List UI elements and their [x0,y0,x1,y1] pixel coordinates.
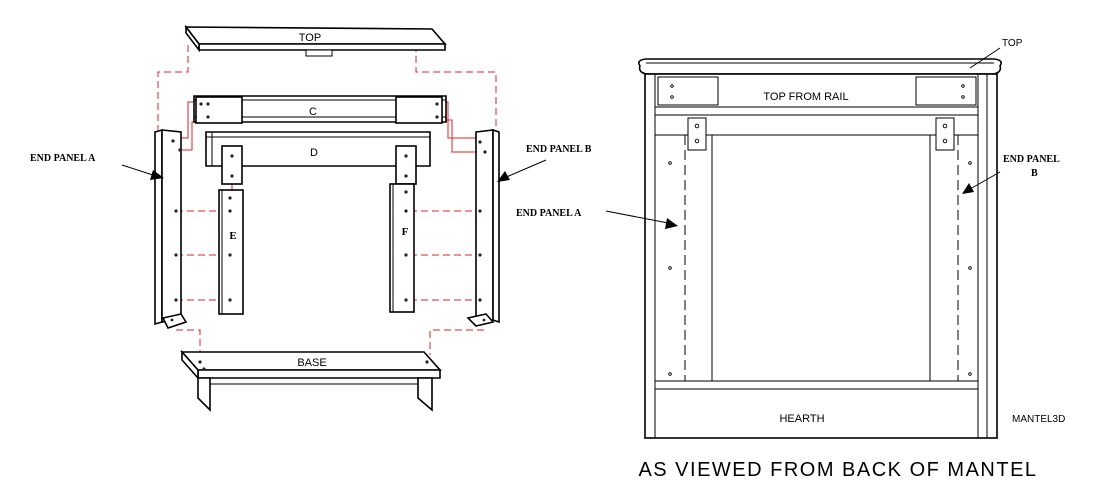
panel-f-label: F [402,226,409,238]
end-panel-b-exploded [466,128,500,327]
rail-c: C [193,95,447,124]
top-label: TOP [299,32,321,44]
back-end-panel-b-label-line1: END PANEL [1003,154,1060,165]
end-panel-b-label: END PANEL B [526,144,592,155]
arrow-icon [497,171,510,182]
view-caption: AS VIEWED FROM BACK OF MANTEL [638,459,1037,481]
arrow-icon [665,218,678,229]
panel-f: F [389,183,415,313]
back-end-panel-a-label: END PANEL A [516,208,582,219]
exploded-view: TOP C D [30,24,592,412]
back-top-label: TOP [1002,38,1023,49]
hearth-label: HEARTH [779,413,824,425]
arrow-icon [962,183,974,194]
base-board: BASE [180,349,442,412]
rail-d: D [205,131,431,185]
assembly-guide-lines [157,45,497,360]
drawing-id: MANTEL3D [1012,414,1065,425]
top-board: TOP [184,24,447,57]
end-panel-a-callout: END PANEL A [30,153,164,180]
top-front-rail-label: TOP FROM RAIL [763,91,848,103]
panel-e: E [218,189,244,315]
end-panel-a-label: END PANEL A [30,153,96,164]
arrow-icon [150,170,164,180]
base-label: BASE [297,357,326,369]
mantel-top [638,58,1002,75]
panel-e-label: E [229,230,236,242]
end-panel-b-callout: END PANEL B [497,144,592,182]
back-end-panel-b-label-line2: B [1031,168,1038,179]
rail-c-label: C [309,106,317,118]
rail-d-label: D [310,147,318,159]
back-view: TOP FROM RAIL HEARTH TOP [516,38,1065,481]
end-panel-a-exploded [154,128,188,329]
